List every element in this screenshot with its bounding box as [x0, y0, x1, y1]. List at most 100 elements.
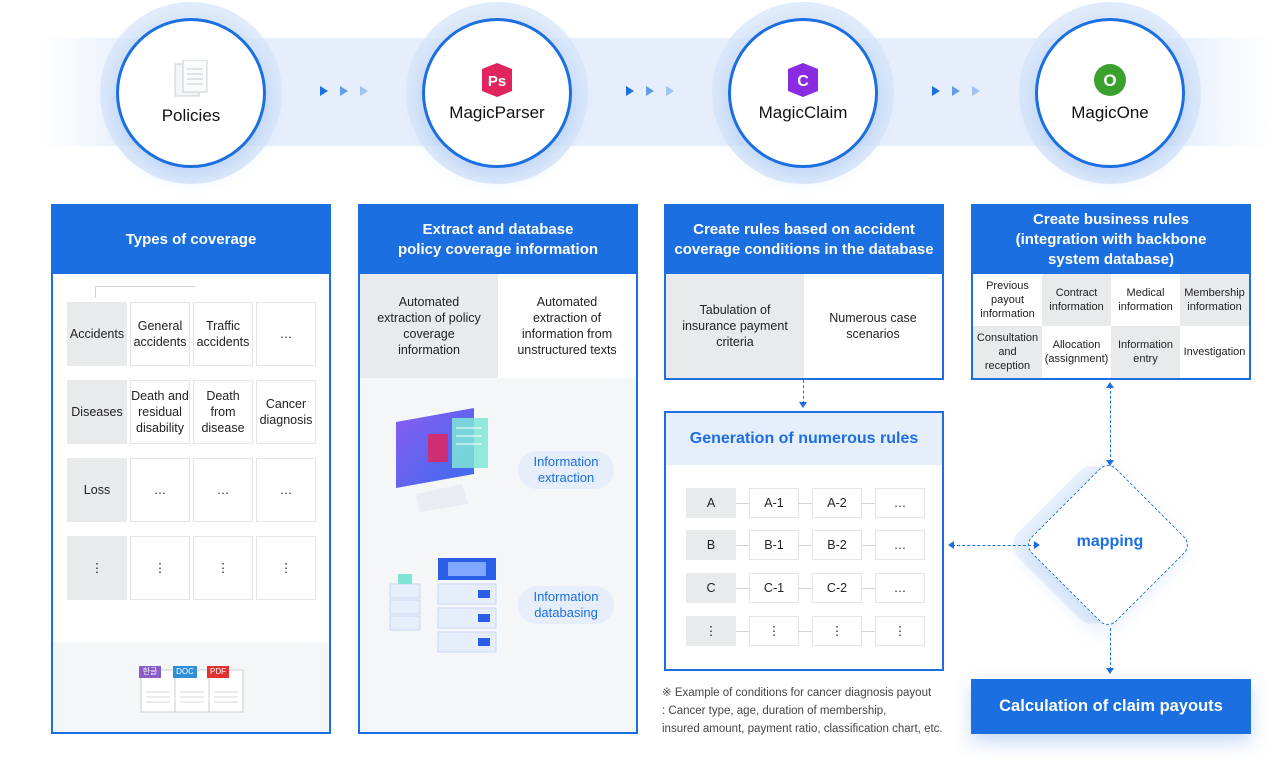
panel-title-line: system database)	[1048, 251, 1174, 268]
panel-title: Types of coverage	[53, 206, 329, 274]
note-line: ※ Example of conditions for cancer diagn…	[662, 687, 932, 699]
coverage-cell: General accidents	[130, 302, 190, 366]
tabulation-cell: Tabulation of insurance payment criteria	[666, 274, 804, 378]
svg-text:C: C	[797, 73, 809, 90]
coverage-row-label: ⋮	[67, 536, 127, 600]
coverage-cell: ⋮	[256, 536, 316, 600]
panel-title: Create rules based on accident coverage …	[666, 206, 942, 274]
panel-extract-database: Extract and database policy coverage inf…	[358, 204, 638, 734]
rule-row-label: B	[686, 530, 736, 560]
business-cell: Contract information	[1042, 274, 1111, 326]
flow-arrows-2	[626, 86, 674, 96]
node-label: MagicClaim	[758, 103, 848, 122]
business-cell: Allocation (assignment)	[1042, 326, 1111, 378]
case-scenarios-cell: Numerous case scenarios	[804, 274, 942, 378]
document-stack-icon	[174, 60, 208, 97]
panel-title-line: Create business rules	[1033, 211, 1189, 228]
coverage-row-label: Loss	[67, 458, 127, 522]
business-cell: Information entry	[1111, 326, 1180, 378]
coverage-cell: …	[193, 458, 253, 522]
panel-generation-of-rules: Generation of numerous rules A A-1 A-2 ……	[664, 411, 944, 671]
extraction-unstructured-cell: Automated extraction of information from…	[498, 274, 636, 378]
svg-text:O: O	[1103, 71, 1116, 90]
coverage-cell: …	[256, 458, 316, 522]
rule-cell: …	[875, 573, 925, 603]
rules-title: Generation of numerous rules	[666, 413, 942, 465]
coverage-cell: ⋮	[193, 536, 253, 600]
rule-cell: C-1	[749, 573, 799, 603]
coverage-cell: Cancer diagnosis	[256, 380, 316, 444]
file-documents-icon	[139, 666, 244, 713]
rule-row-label: ⋮	[686, 616, 736, 646]
coverage-cell: Death from disease	[193, 380, 253, 444]
coverage-row-label: Diseases	[67, 380, 127, 444]
file-types-illustration: 한글 DOC PDF	[137, 664, 249, 714]
connector-to-rules	[803, 380, 804, 404]
panel-title: Extract and database policy coverage inf…	[360, 206, 636, 274]
calculation-of-claim-payouts: Calculation of claim payouts	[971, 679, 1251, 734]
arrowhead-left	[948, 541, 954, 549]
flow-arrows-3	[932, 86, 980, 96]
business-cell: Investigation	[1180, 326, 1249, 378]
rule-cell: …	[875, 530, 925, 560]
panel-types-of-coverage: Types of coverage Accidents General acci…	[51, 204, 331, 734]
business-cell: Membership information	[1180, 274, 1249, 326]
svg-text:Ps: Ps	[488, 73, 506, 90]
rule-cell: ⋮	[875, 616, 925, 646]
node-magicclaim: C MagicClaim	[728, 18, 878, 168]
note-line: insured amount, payment ratio, classific…	[662, 723, 943, 735]
rule-row-label: A	[686, 488, 736, 518]
node-label: MagicOne	[1071, 103, 1149, 122]
pill-information-extraction: Information extraction	[518, 451, 614, 489]
arrowhead-down	[799, 402, 807, 408]
rule-cell: B-2	[812, 530, 862, 560]
rule-cell: …	[875, 488, 925, 518]
coverage-cell: …	[130, 458, 190, 522]
magicparser-logo-icon: Ps	[482, 63, 512, 97]
node-label: Policies	[161, 106, 221, 125]
coverage-cell: Traffic accidents	[193, 302, 253, 366]
rule-cell: ⋮	[812, 616, 862, 646]
flow-arrows-1	[320, 86, 368, 96]
node-policies: Policies	[116, 18, 266, 168]
rule-cell: ⋮	[749, 616, 799, 646]
connector-business-mapping	[1110, 386, 1111, 462]
note-line: : Cancer type, age, duration of membersh…	[662, 705, 887, 717]
panel-title-line: Create rules based on accident	[693, 221, 915, 238]
connector-rules-mapping	[952, 545, 1036, 546]
node-magicone: O MagicOne	[1035, 18, 1185, 168]
panel-title-line: coverage conditions in the database	[674, 241, 934, 258]
panel-title: Create business rules (integration with …	[973, 206, 1249, 274]
arrowhead-up	[1106, 382, 1114, 388]
file-tag-pdf: PDF	[210, 667, 226, 676]
panel-create-rules: Create rules based on accident coverage …	[664, 204, 944, 380]
rule-cell: C-2	[812, 573, 862, 603]
arrowhead-down	[1106, 460, 1114, 466]
magicone-logo-icon: O	[1094, 64, 1126, 96]
coverage-row-label: Accidents	[67, 302, 127, 366]
server-illustration-icon	[389, 558, 497, 653]
extraction-policy-cell: Automated extraction of policy coverage …	[360, 274, 498, 378]
pill-information-databasing: Information databasing	[518, 586, 614, 624]
rule-cell: A-2	[812, 488, 862, 518]
business-cell: Medical information	[1111, 274, 1180, 326]
cancer-payout-note: ※ Example of conditions for cancer diagn…	[662, 684, 962, 738]
rule-row-label: C	[686, 573, 736, 603]
rule-cell: A-1	[749, 488, 799, 518]
panel-title-line: (integration with backbone	[1015, 231, 1207, 248]
mapping-label: mapping	[1076, 533, 1144, 550]
business-cell: Previous payout information	[973, 274, 1042, 326]
node-magicparser: Ps MagicParser	[422, 18, 572, 168]
panel-title-line: Extract and database	[422, 221, 574, 238]
node-label: MagicParser	[449, 103, 545, 122]
monitor-illustration-icon	[396, 408, 488, 512]
panel-business-rules: Create business rules (integration with …	[971, 204, 1251, 380]
file-tag-hwp: 한글	[142, 667, 158, 676]
coverage-cell: Death and residual disability	[130, 380, 190, 444]
connector-mapping-payout	[1110, 628, 1111, 670]
panel-title-line: policy coverage information	[397, 241, 599, 258]
business-cell: Consultation and reception	[973, 326, 1042, 378]
rule-cell: B-1	[749, 530, 799, 560]
coverage-cell: …	[256, 302, 316, 366]
arrowhead-down	[1106, 668, 1114, 674]
